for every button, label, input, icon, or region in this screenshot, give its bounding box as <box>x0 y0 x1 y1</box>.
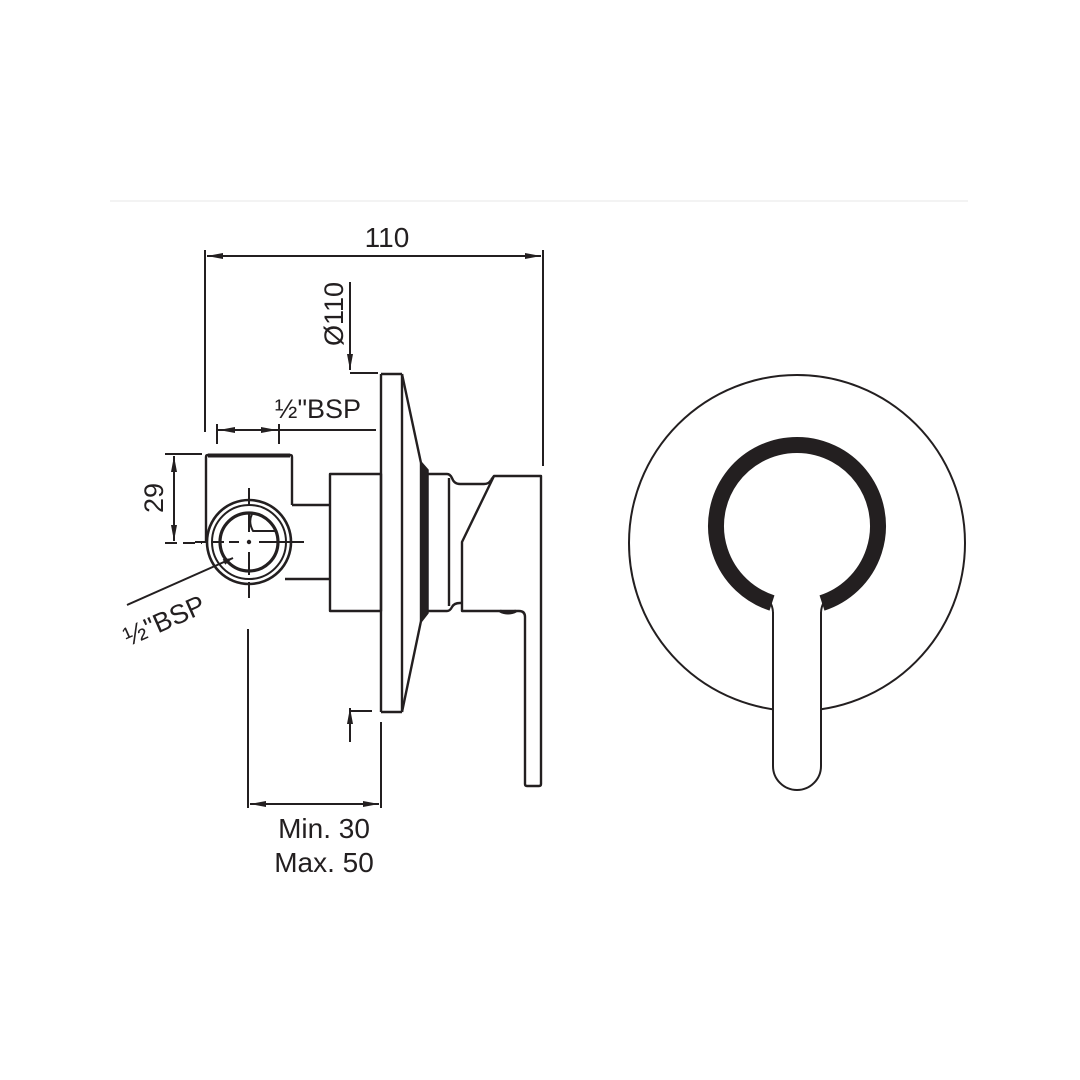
inlet-thread-side-leader <box>126 557 234 606</box>
dimension-inlet-thread-top <box>216 424 376 444</box>
collar <box>428 472 493 613</box>
label-plate-diameter: Ø110 <box>319 282 349 346</box>
dimension-inlet-height <box>165 453 202 544</box>
side-view <box>126 250 544 808</box>
cover-plate-side <box>379 372 429 714</box>
label-overall-depth: 110 <box>365 222 410 253</box>
lever-handle-side <box>460 474 543 788</box>
label-inlet-thread-top: ½"BSP <box>275 394 361 424</box>
front-view <box>628 374 966 791</box>
label-wall-depth-max: Max. 50 <box>274 847 374 878</box>
dimension-wall-depth <box>247 629 382 808</box>
dimension-overall-depth <box>204 250 544 466</box>
label-wall-depth-min: Min. 30 <box>278 813 370 844</box>
dimension-plate-diameter-leader <box>347 282 378 374</box>
inlet-port <box>195 488 304 598</box>
label-inlet-height: 29 <box>139 483 169 513</box>
handle-lever-front <box>772 612 822 791</box>
handle-hub-ring <box>708 436 886 611</box>
label-inlet-thread-side: ½"BSP <box>119 590 210 652</box>
mixer-body <box>328 472 383 613</box>
